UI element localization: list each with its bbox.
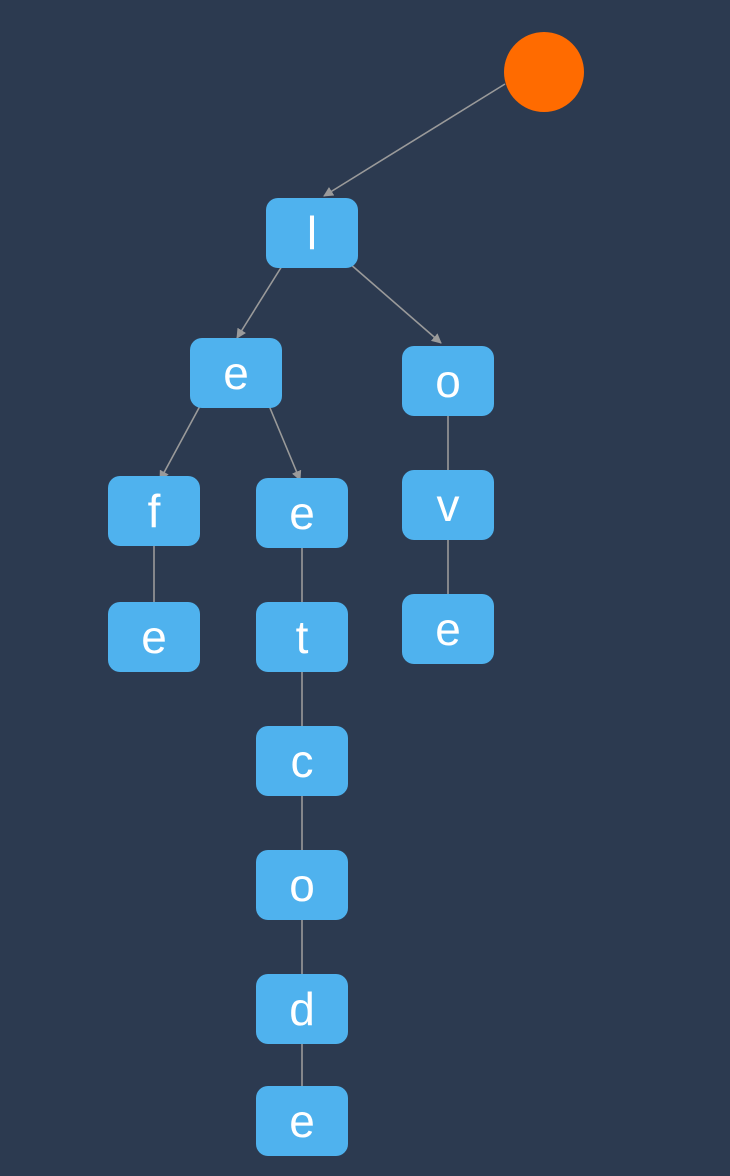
trie-node-lef: f bbox=[108, 476, 200, 546]
trie-node-lefe: e bbox=[108, 602, 200, 672]
edge-n_le-to-n_lef bbox=[159, 405, 201, 481]
root-node-circle bbox=[504, 32, 584, 112]
edge-root-to-n_l bbox=[323, 83, 506, 197]
trie-node-lov: v bbox=[402, 470, 494, 540]
edge-n_l-to-n_lo bbox=[348, 262, 442, 344]
trie-node-leetco: o bbox=[256, 850, 348, 920]
edge-n_le-to-n_lee bbox=[264, 395, 302, 481]
trie-node-le: e bbox=[190, 338, 282, 408]
trie-node-l: l bbox=[266, 198, 358, 268]
trie-node-leetc: c bbox=[256, 726, 348, 796]
edge-n_l-to-n_le bbox=[236, 265, 283, 339]
trie-node-lee: e bbox=[256, 478, 348, 548]
trie-node-leet: t bbox=[256, 602, 348, 672]
trie-node-love: e bbox=[402, 594, 494, 664]
trie-node-leetcode: e bbox=[256, 1086, 348, 1156]
trie-node-lo: o bbox=[402, 346, 494, 416]
trie-node-leetcod: d bbox=[256, 974, 348, 1044]
